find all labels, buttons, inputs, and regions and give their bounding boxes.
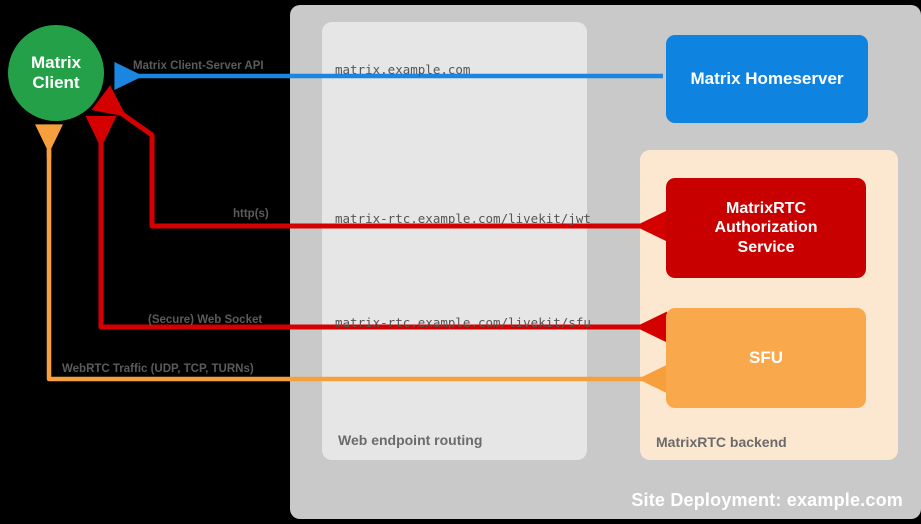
node-matrixrtc-authorization-service[interactable]: MatrixRTC Authorization Service — [666, 178, 866, 278]
site-deployment-label: Site Deployment: example.com — [631, 490, 903, 510]
auth-service-line-3: Service — [737, 238, 795, 256]
node-matrix-homeserver[interactable]: Matrix Homeserver — [666, 35, 868, 123]
auth-service-line-2: Authorization — [714, 219, 818, 237]
connector-label-client-server-api: Matrix Client-Server API — [133, 60, 264, 72]
endpoint-livekit-jwt: matrix-rtc.example.com/livekit/jwt — [335, 211, 591, 226]
connector-label-webrtc-traffic: WebRTC Traffic (UDP, TCP, TURNs) — [62, 363, 254, 375]
wire-webrtc-return — [46, 150, 663, 382]
endpoint-matrix-example-com: matrix.example.com — [335, 62, 471, 77]
matrix-client-line-1: Matrix — [30, 52, 82, 72]
matrix-client-line-2: Client — [32, 73, 80, 92]
auth-service-line-1: MatrixRTC — [725, 200, 806, 218]
wire-websocket-return — [98, 128, 663, 330]
endpoint-livekit-sfu: matrix-rtc.example.com/livekit/sfu — [335, 315, 591, 330]
web-endpoint-routing-panel: Web endpoint routing — [322, 22, 587, 460]
matrix-homeserver-label: Matrix Homeserver — [690, 68, 844, 88]
wire-https-arrowhead-client — [91, 85, 127, 117]
web-endpoint-routing-label: Web endpoint routing — [338, 432, 483, 448]
node-matrix-client[interactable]: Matrix Client — [8, 25, 104, 121]
node-sfu[interactable]: SFU — [666, 308, 866, 408]
sfu-label: SFU — [749, 347, 783, 367]
matrixrtc-backend-label: MatrixRTC backend — [656, 434, 787, 450]
connector-label-secure-web-socket: (Secure) Web Socket — [148, 314, 263, 326]
wire-https-return — [106, 101, 663, 229]
connector-label-https: http(s) — [233, 208, 269, 220]
